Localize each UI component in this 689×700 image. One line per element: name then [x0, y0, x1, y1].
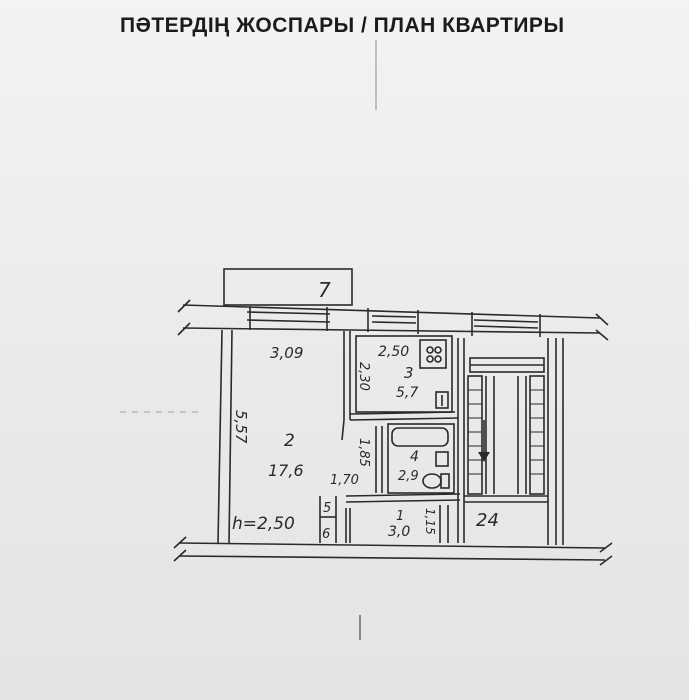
balcony-number: 7	[318, 278, 331, 302]
room2-width-dimension: 3,09	[270, 344, 303, 362]
stair-arrow-icon	[478, 452, 490, 462]
bath-length-dimension: 1,85	[356, 438, 371, 467]
page-title: ПӘТЕРДІҢ ЖОСПАРЫ / ПЛАН КВАРТИРЫ	[120, 14, 565, 37]
balcony-outline	[223, 268, 353, 306]
room1-area: 3,0	[388, 524, 410, 540]
bath-sink	[435, 451, 449, 467]
room6-number: 6	[322, 527, 330, 542]
room2-number: 2	[284, 431, 295, 451]
room4-area: 2,9	[398, 469, 419, 484]
room3-area: 5,7	[396, 385, 418, 401]
stairwell-number: 24	[476, 510, 499, 531]
room1-number: 1	[396, 509, 404, 524]
kitchen-sink	[435, 391, 449, 409]
hall-width-dimension: 1,70	[330, 473, 359, 488]
room5-number: 5	[323, 501, 331, 516]
toilet	[422, 473, 442, 489]
room2-area: 17,6	[268, 461, 304, 480]
room4-number: 4	[410, 449, 419, 465]
kitchen-length-dimension: 2,30	[356, 362, 371, 391]
bathtub	[391, 427, 449, 447]
room3-number: 3	[404, 364, 414, 382]
kitchen-width-dimension: 2,50	[378, 344, 409, 360]
ceiling-height-label: h=2,50	[232, 514, 295, 534]
room2-length-dimension: 5,57	[232, 410, 250, 444]
hall-length-dimension: 1,15	[423, 508, 437, 535]
stove-fixture	[419, 339, 447, 369]
